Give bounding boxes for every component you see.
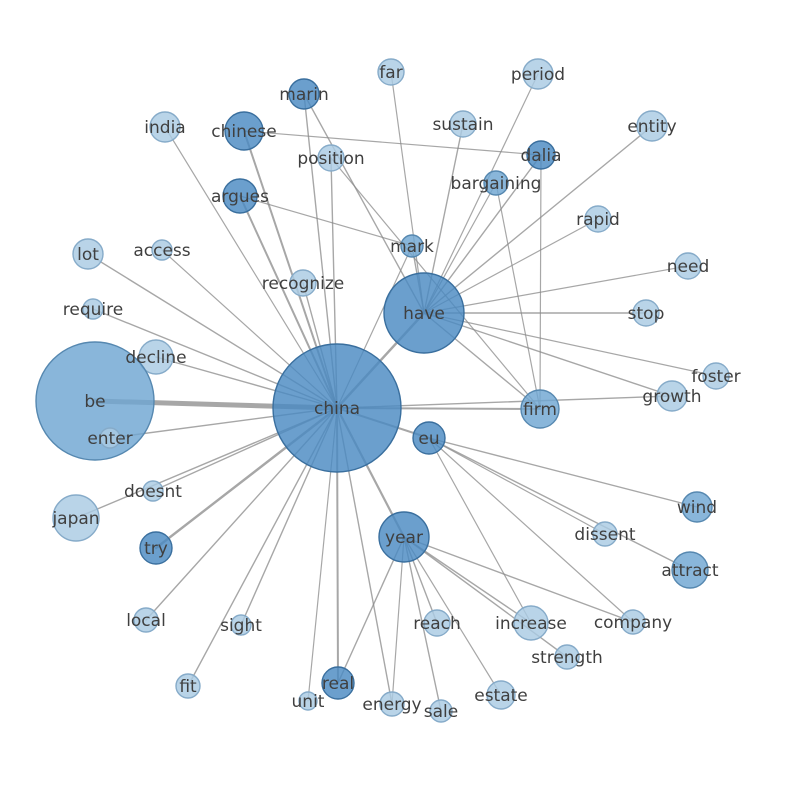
node-china bbox=[272, 343, 402, 473]
node-position bbox=[317, 144, 345, 172]
node-foster bbox=[702, 362, 730, 390]
edge-have-period bbox=[423, 73, 539, 314]
node-be bbox=[35, 341, 155, 461]
node-reach bbox=[423, 609, 451, 637]
node-dissent bbox=[592, 521, 618, 547]
node-argues bbox=[222, 178, 258, 214]
node-entity bbox=[636, 110, 668, 142]
node-rapid bbox=[584, 205, 612, 233]
node-firm bbox=[520, 389, 560, 429]
edge-eu-attract bbox=[428, 437, 691, 571]
edge-have-growth bbox=[423, 312, 673, 397]
edge-year-energy bbox=[391, 536, 405, 705]
edge-have-foster bbox=[423, 312, 717, 377]
node-marin bbox=[288, 78, 320, 110]
edge-year-estate bbox=[403, 536, 502, 696]
edge-have-need bbox=[423, 265, 689, 314]
node-need bbox=[674, 252, 702, 280]
edge-eu-dissent bbox=[428, 437, 606, 535]
edge-year-strength bbox=[403, 536, 568, 658]
node-dalia bbox=[526, 140, 556, 170]
node-doesnt bbox=[142, 480, 164, 502]
node-bargaining bbox=[483, 170, 509, 196]
node-year bbox=[378, 511, 430, 563]
node-real bbox=[321, 666, 355, 700]
node-have bbox=[383, 272, 465, 354]
node-increase bbox=[513, 605, 549, 641]
node-strength bbox=[554, 644, 580, 670]
edge-eu-wind bbox=[428, 437, 698, 508]
node-require bbox=[82, 298, 104, 320]
edge-year-company bbox=[403, 536, 634, 623]
node-enter bbox=[99, 427, 121, 449]
node-wind bbox=[681, 491, 713, 523]
node-decline bbox=[138, 339, 174, 375]
edge-argues-mark bbox=[239, 195, 413, 247]
node-attract bbox=[671, 551, 709, 589]
node-growth bbox=[656, 380, 688, 412]
node-sustain bbox=[449, 110, 477, 138]
node-recognize bbox=[289, 269, 317, 297]
node-lot bbox=[72, 238, 104, 270]
node-company bbox=[620, 609, 646, 635]
node-india bbox=[149, 111, 181, 143]
edge-firm-bargaining bbox=[495, 182, 541, 410]
node-access bbox=[151, 239, 173, 261]
node-sight bbox=[230, 614, 252, 636]
edge-eu-company bbox=[428, 437, 634, 623]
node-eu bbox=[412, 421, 446, 455]
node-far bbox=[377, 58, 405, 86]
node-energy bbox=[379, 691, 405, 717]
node-estate bbox=[486, 680, 516, 710]
edge-eu-increase bbox=[428, 437, 532, 624]
nodes-layer bbox=[35, 58, 730, 723]
node-sale bbox=[429, 699, 453, 723]
node-local bbox=[133, 607, 159, 633]
node-period bbox=[522, 58, 554, 90]
edge-year-sale bbox=[403, 536, 442, 712]
edge-chinese-dalia bbox=[243, 130, 542, 156]
edge-have-marin bbox=[303, 93, 425, 314]
edge-have-entity bbox=[423, 125, 653, 314]
node-chinese bbox=[224, 111, 264, 151]
node-mark bbox=[400, 234, 424, 258]
node-try bbox=[139, 531, 173, 565]
node-stop bbox=[632, 299, 660, 327]
edge-year-real bbox=[337, 536, 405, 684]
node-japan bbox=[52, 494, 100, 542]
edge-firm-dalia bbox=[539, 154, 542, 410]
node-unit bbox=[298, 691, 318, 711]
node-fit bbox=[175, 673, 201, 699]
